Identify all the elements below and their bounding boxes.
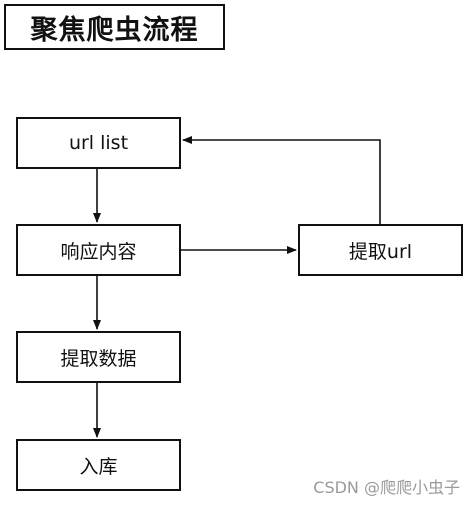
node-extract-url: 提取url [298, 224, 463, 276]
diagram-title: 聚焦爬虫流程 [4, 4, 225, 50]
arrow-extract-url-to-urllist [182, 136, 381, 224]
watermark-text: CSDN @爬爬小虫子 [313, 478, 460, 497]
node-extract-data: 提取数据 [16, 331, 181, 383]
node-storage: 入库 [16, 439, 181, 491]
node-response-content: 响应内容 [16, 224, 181, 276]
node-url-list: url list [16, 117, 181, 169]
